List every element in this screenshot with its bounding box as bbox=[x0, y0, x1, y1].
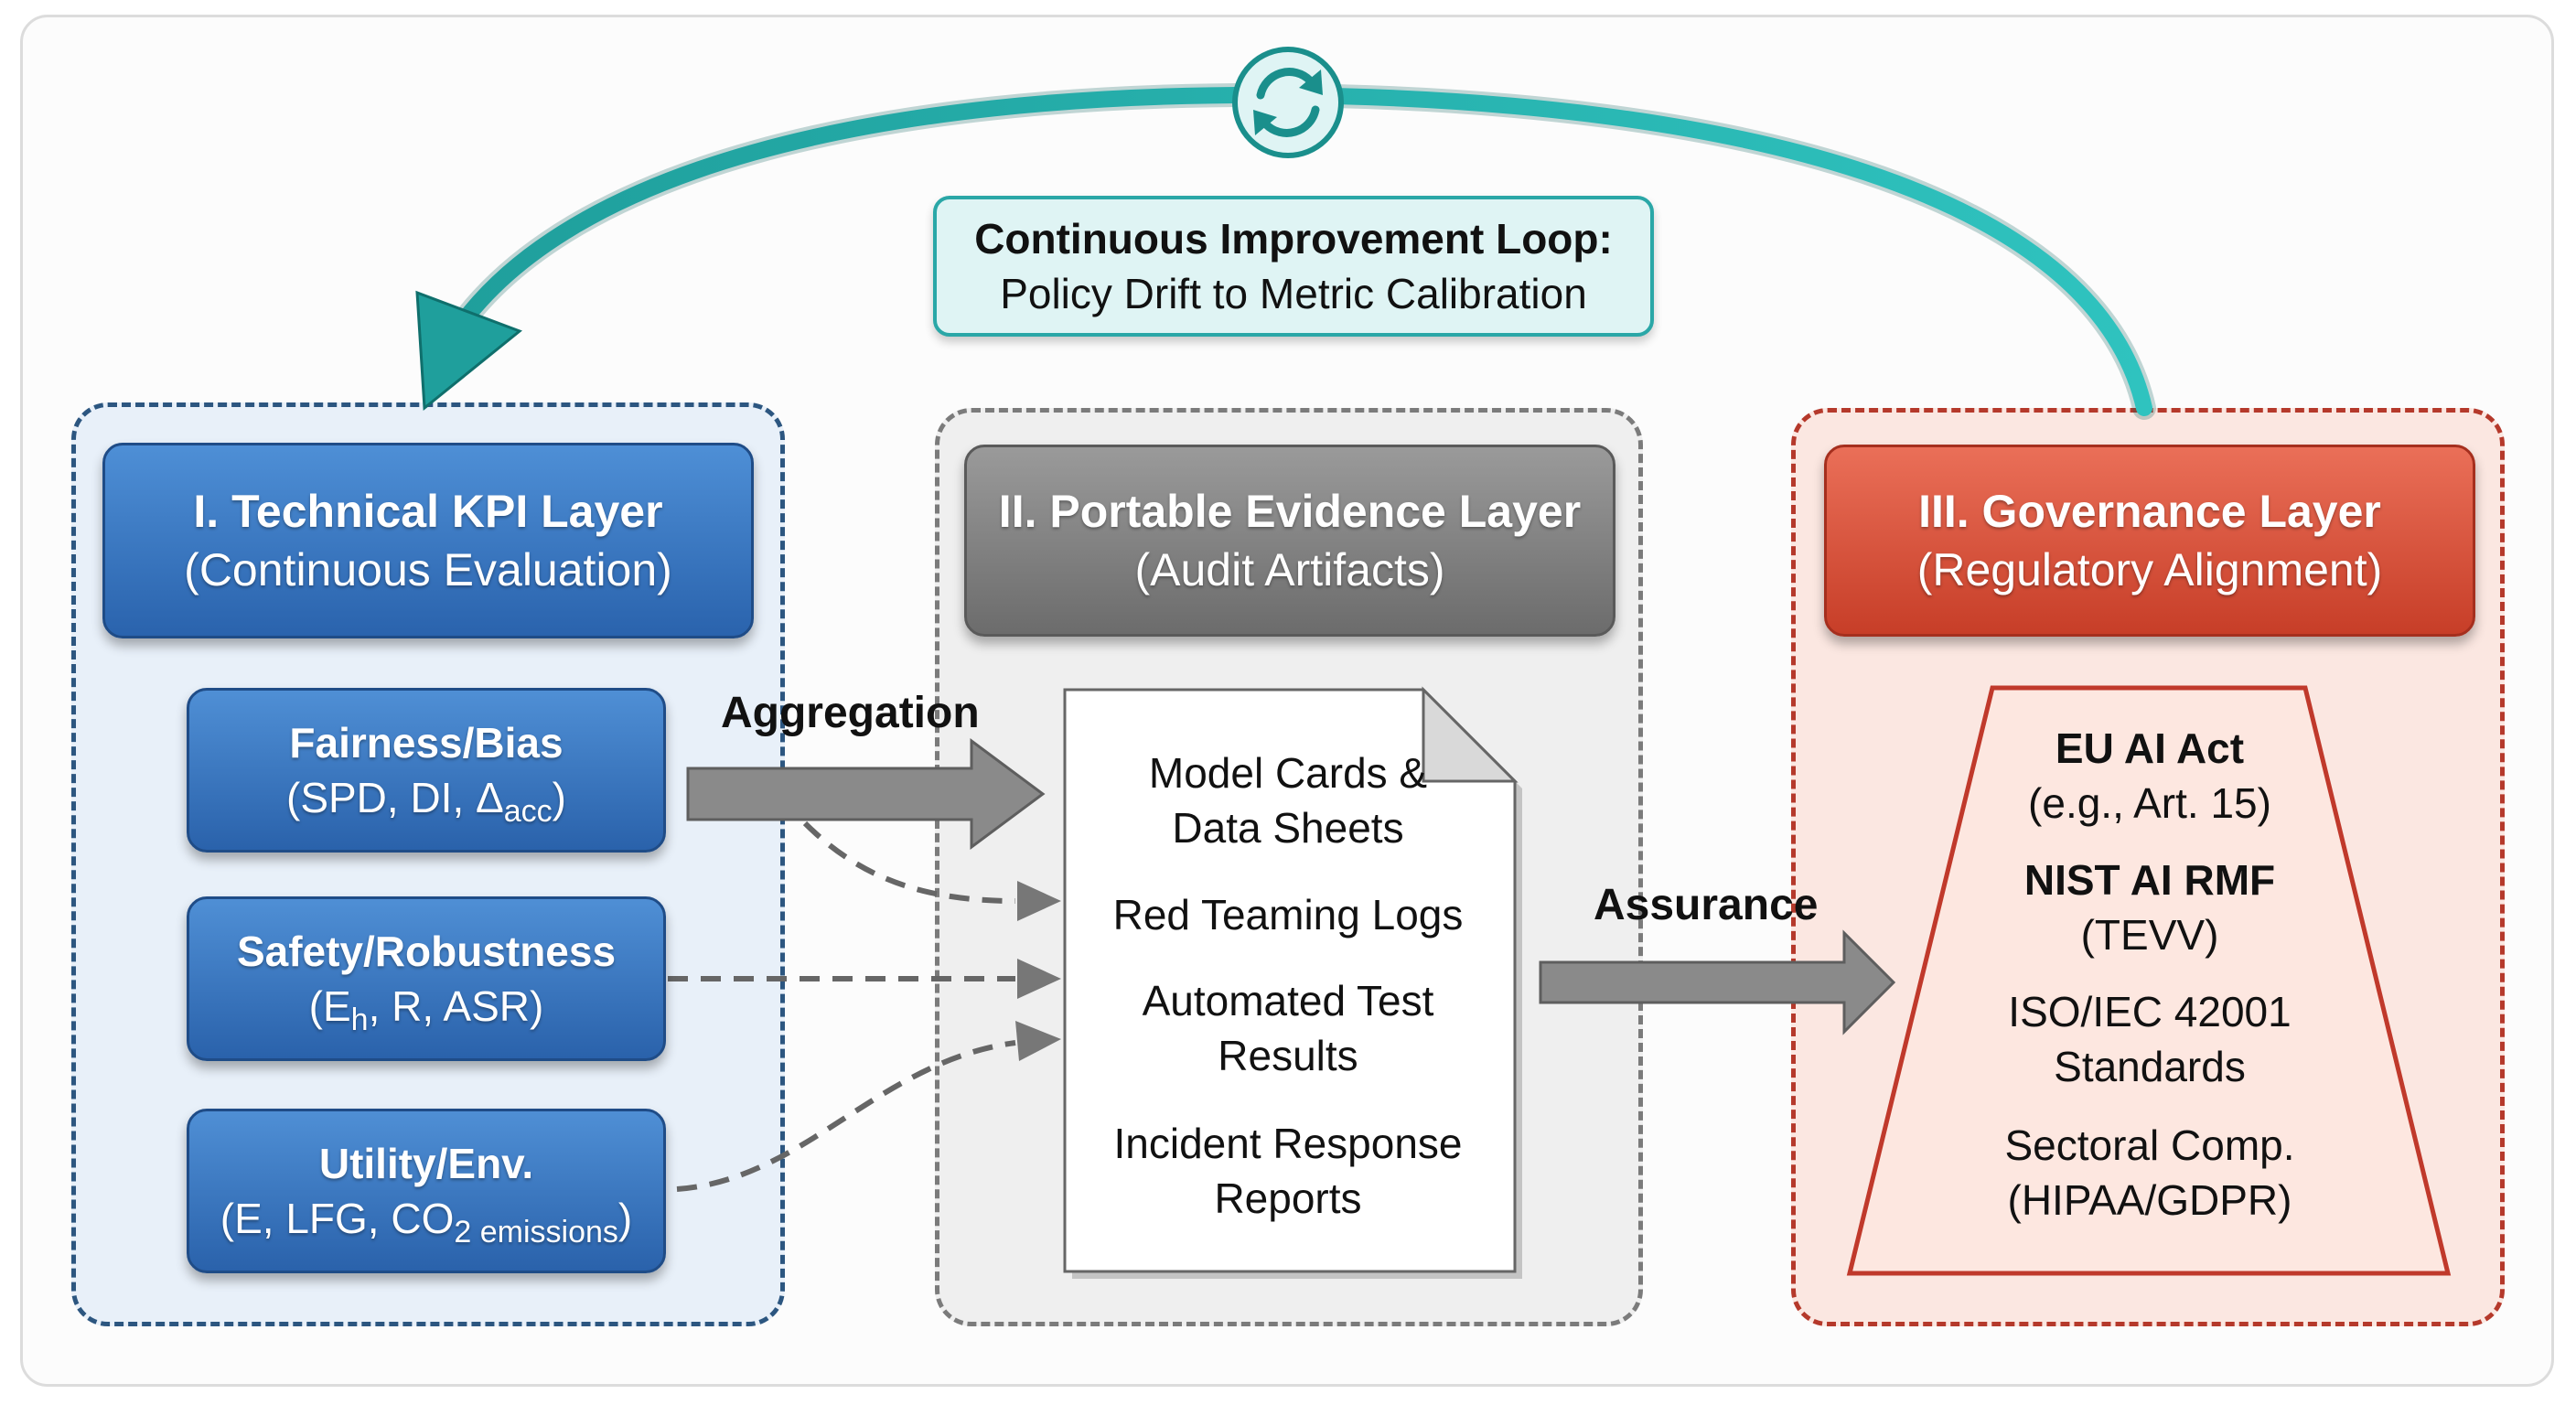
loop-title: Continuous Improvement Loop: bbox=[974, 215, 1613, 263]
evidence-item-incident-reports: Incident Response Reports bbox=[1068, 1116, 1508, 1226]
governance-item-title: Sectoral Comp. bbox=[2004, 1121, 2295, 1169]
kpi-safety-robustness: Safety/Robustness (Eh, R, ASR) bbox=[187, 896, 666, 1061]
kpi-title: Utility/Env. bbox=[318, 1140, 534, 1187]
evidence-layer-subtitle: (Audit Artifacts) bbox=[1134, 544, 1445, 595]
evidence-item-line: Model Cards & bbox=[1148, 749, 1428, 797]
refresh-icon bbox=[1232, 47, 1344, 158]
technical-layer-subtitle: (Continuous Evaluation) bbox=[184, 544, 672, 595]
governance-layer-subtitle: (Regulatory Alignment) bbox=[1916, 544, 2383, 595]
aggregation-arrow bbox=[686, 738, 1046, 850]
kpi-title: Safety/Robustness bbox=[236, 928, 617, 975]
evidence-item-automated-tests: Automated Test Results bbox=[1068, 973, 1508, 1083]
governance-layer-header: III. Governance Layer (Regulatory Alignm… bbox=[1824, 445, 2475, 637]
kpi-metrics-subscript: 2 emissions bbox=[454, 1215, 618, 1249]
kpi-metrics: (Eh, R, ASR) bbox=[308, 979, 544, 1037]
evidence-item-line: Data Sheets bbox=[1172, 804, 1404, 852]
governance-item-eu-ai-act: EU AI Act (e.g., Art. 15) bbox=[1958, 721, 2342, 831]
governance-item-nist: NIST AI RMF (TEVV) bbox=[1958, 853, 2342, 962]
evidence-item-line: Automated Test bbox=[1142, 977, 1434, 1024]
continuous-improvement-label: Continuous Improvement Loop: Policy Drif… bbox=[933, 196, 1654, 337]
kpi-title: Fairness/Bias bbox=[289, 719, 564, 767]
kpi-metrics-text-end: , R, ASR) bbox=[368, 982, 544, 1030]
kpi-fairness-bias: Fairness/Bias (SPD, DI, Δacc) bbox=[187, 688, 666, 853]
governance-item-title: NIST AI RMF bbox=[2023, 856, 2276, 904]
governance-item-iso: ISO/IEC 42001 Standards bbox=[1958, 984, 2342, 1094]
kpi-metrics-text-end: ) bbox=[617, 1195, 633, 1242]
kpi-metrics-text-end: ) bbox=[552, 774, 566, 821]
kpi-metrics-text: (SPD, DI, Δ bbox=[286, 774, 504, 821]
evidence-item-line: Incident Response bbox=[1113, 1120, 1463, 1167]
assurance-arrow bbox=[1539, 929, 1896, 1035]
governance-item-detail: (e.g., Art. 15) bbox=[2028, 779, 2271, 827]
evidence-layer-header: II. Portable Evidence Layer (Audit Artif… bbox=[964, 445, 1615, 637]
governance-item-detail: Standards bbox=[2054, 1043, 2246, 1090]
kpi-metrics-text: (E bbox=[308, 982, 351, 1030]
evidence-item-line: Reports bbox=[1214, 1174, 1362, 1222]
governance-item-detail: (HIPAA/GDPR) bbox=[2007, 1176, 2292, 1224]
evidence-layer-title: II. Portable Evidence Layer bbox=[998, 486, 1582, 537]
loop-arrowhead bbox=[415, 290, 522, 411]
dashed-connector-3 bbox=[676, 1040, 1016, 1192]
governance-item-detail: (TEVV) bbox=[2080, 911, 2219, 959]
evidence-item-line: Red Teaming Logs bbox=[1112, 891, 1464, 938]
assurance-label: Assurance bbox=[1594, 881, 1819, 929]
kpi-metrics: (E, LFG, CO2 emissions) bbox=[220, 1191, 633, 1249]
technical-layer-title: I. Technical KPI Layer bbox=[193, 486, 663, 537]
governance-item-title: ISO/IEC 42001 bbox=[2008, 988, 2292, 1035]
evidence-item-model-cards: Model Cards & Data Sheets bbox=[1068, 745, 1508, 855]
governance-trapezoid bbox=[1846, 685, 2452, 1276]
evidence-item-line: Results bbox=[1218, 1032, 1358, 1079]
evidence-item-red-teaming: Red Teaming Logs bbox=[1068, 887, 1508, 942]
dashed-connector-1 bbox=[802, 820, 1016, 904]
kpi-utility-env: Utility/Env. (E, LFG, CO2 emissions) bbox=[187, 1109, 666, 1273]
kpi-metrics-text: (E, LFG, CO bbox=[220, 1195, 455, 1242]
kpi-metrics-subscript: acc bbox=[503, 794, 553, 829]
aggregation-label: Aggregation bbox=[721, 689, 980, 737]
governance-layer-title: III. Governance Layer bbox=[1918, 486, 2381, 537]
technical-layer-header: I. Technical KPI Layer (Continuous Evalu… bbox=[102, 443, 754, 638]
kpi-metrics: (SPD, DI, Δacc) bbox=[286, 770, 566, 827]
loop-subtitle: Policy Drift to Metric Calibration bbox=[1000, 270, 1587, 317]
governance-item-sectoral: Sectoral Comp. (HIPAA/GDPR) bbox=[1958, 1118, 2342, 1228]
kpi-metrics-subscript: h bbox=[350, 1003, 369, 1037]
evidence-document bbox=[1063, 686, 1522, 1279]
governance-item-title: EU AI Act bbox=[2055, 724, 2245, 772]
